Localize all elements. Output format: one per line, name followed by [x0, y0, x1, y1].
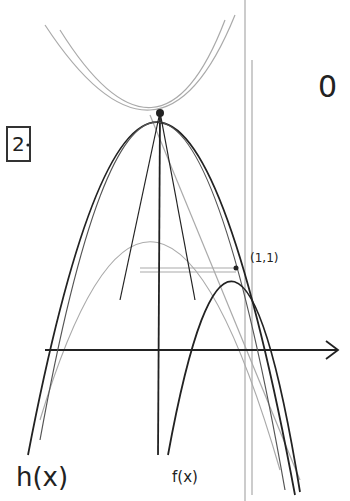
- problem-number: 2: [12, 132, 25, 156]
- function-label: h(x): [16, 464, 68, 490]
- function-label: f(x): [172, 470, 198, 485]
- cut-off-text: 0: [318, 72, 337, 102]
- point-label: (1,1): [250, 252, 278, 264]
- boxed-number: 2: [6, 126, 31, 162]
